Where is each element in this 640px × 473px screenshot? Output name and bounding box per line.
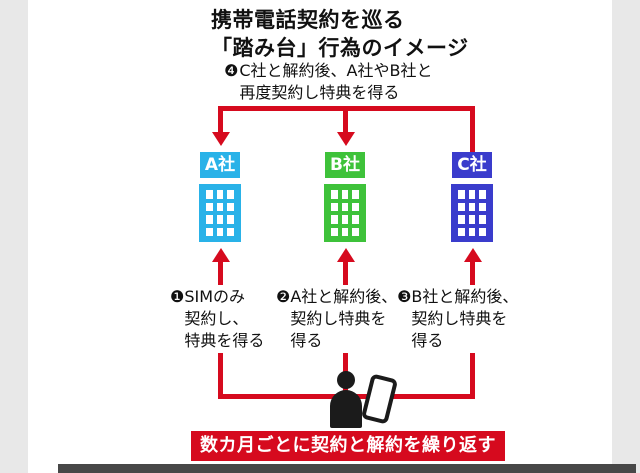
company-c-label: C社 (452, 152, 492, 178)
company-a-building-icon (199, 184, 241, 242)
company-b: B社 (324, 152, 366, 242)
building-windows (451, 184, 493, 242)
diagram-canvas: 携帯電話契約を巡る 「踏み台」行為のイメージ ❹ C社と解約後、A社やB社と 再… (28, 0, 636, 473)
step2-number-icon: ❷ (276, 287, 291, 306)
company-c: C社 (451, 152, 493, 242)
step4-text: C社と解約後、A社やB社と 再度契約し特典を得る (239, 61, 433, 102)
page-title-line2: 「踏み台」行為のイメージ (211, 36, 469, 60)
page-title: 携帯電話契約を巡る 「踏み台」行為のイメージ (211, 6, 469, 62)
step3-number-icon: ❸ (397, 287, 412, 306)
bottom-dark-strip (58, 464, 636, 473)
step1-text: SIMのみ 契約し、 特典を得る (184, 287, 265, 350)
step1-caption: ❶ SIMのみ 契約し、 特典を得る (168, 285, 267, 353)
arrow-line-to-a (218, 106, 223, 133)
step4-caption: ❹ C社と解約後、A社やB社と 再度契約し特典を得る (224, 60, 432, 104)
building-windows (324, 184, 366, 242)
step3-caption: ❸ B社と解約後、 契約し特典を 得る (395, 285, 521, 353)
company-c-building-icon (451, 184, 493, 242)
step2-caption: ❷ A社と解約後、 契約し特典を 得る (274, 285, 400, 353)
building-windows (199, 184, 241, 242)
company-a: A社 (199, 152, 241, 242)
arrow-line-to-b (343, 106, 348, 133)
company-a-label: A社 (200, 152, 240, 178)
arrowhead-up-b-icon (337, 248, 355, 262)
step1-number-icon: ❶ (170, 287, 185, 306)
arrowhead-down-a-icon (212, 132, 230, 146)
line-from-c (470, 106, 475, 152)
person-icon (330, 390, 362, 428)
arrowhead-up-c-icon (464, 248, 482, 262)
step3-text: B社と解約後、 契約し特典を 得る (411, 287, 519, 350)
person-icon (337, 371, 355, 389)
arrowhead-up-a-icon (212, 248, 230, 262)
smartphone-icon (360, 373, 399, 425)
company-b-label: B社 (325, 152, 365, 178)
arrowhead-down-b-icon (337, 132, 355, 146)
company-b-building-icon (324, 184, 366, 242)
bottom-banner: 数カ月ごとに契約と解約を繰り返す (191, 431, 505, 461)
step2-text: A社と解約後、 契約し特典を 得る (290, 287, 398, 350)
page-title-line1: 携帯電話契約を巡る (211, 8, 405, 32)
step4-number-icon: ❹ (224, 61, 239, 80)
